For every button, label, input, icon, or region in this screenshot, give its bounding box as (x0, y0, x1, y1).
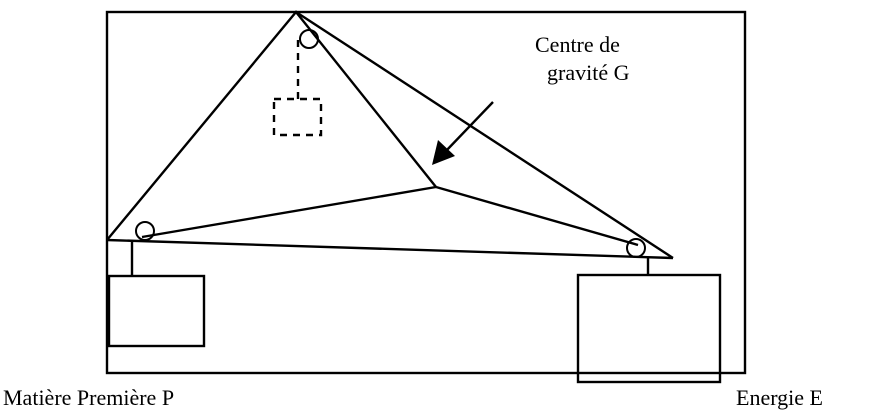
left-to-right-line (106, 238, 674, 260)
annotation-line-2: gravité G (547, 60, 630, 85)
dashed-weight (272, 97, 323, 137)
gravity-arrow-head (432, 140, 455, 165)
centre-to-right-line (435, 185, 639, 247)
right-weight-box (576, 273, 722, 384)
gravity-arrow-shaft (444, 101, 494, 153)
left-pulley-icon (135, 221, 155, 241)
left-to-centre-line (141, 185, 437, 239)
left-support-line (106, 10, 437, 241)
annotation-line-1: Centre de (535, 32, 620, 57)
right-weight-label: Energie E (736, 385, 823, 410)
left-weight-label: Matière Première P (3, 385, 174, 410)
outer-frame (105, 10, 747, 375)
right-pulley-icon (626, 238, 646, 258)
top-pulley-icon (299, 29, 319, 49)
top-to-right-line (295, 10, 674, 260)
left-weight-box (107, 274, 206, 348)
